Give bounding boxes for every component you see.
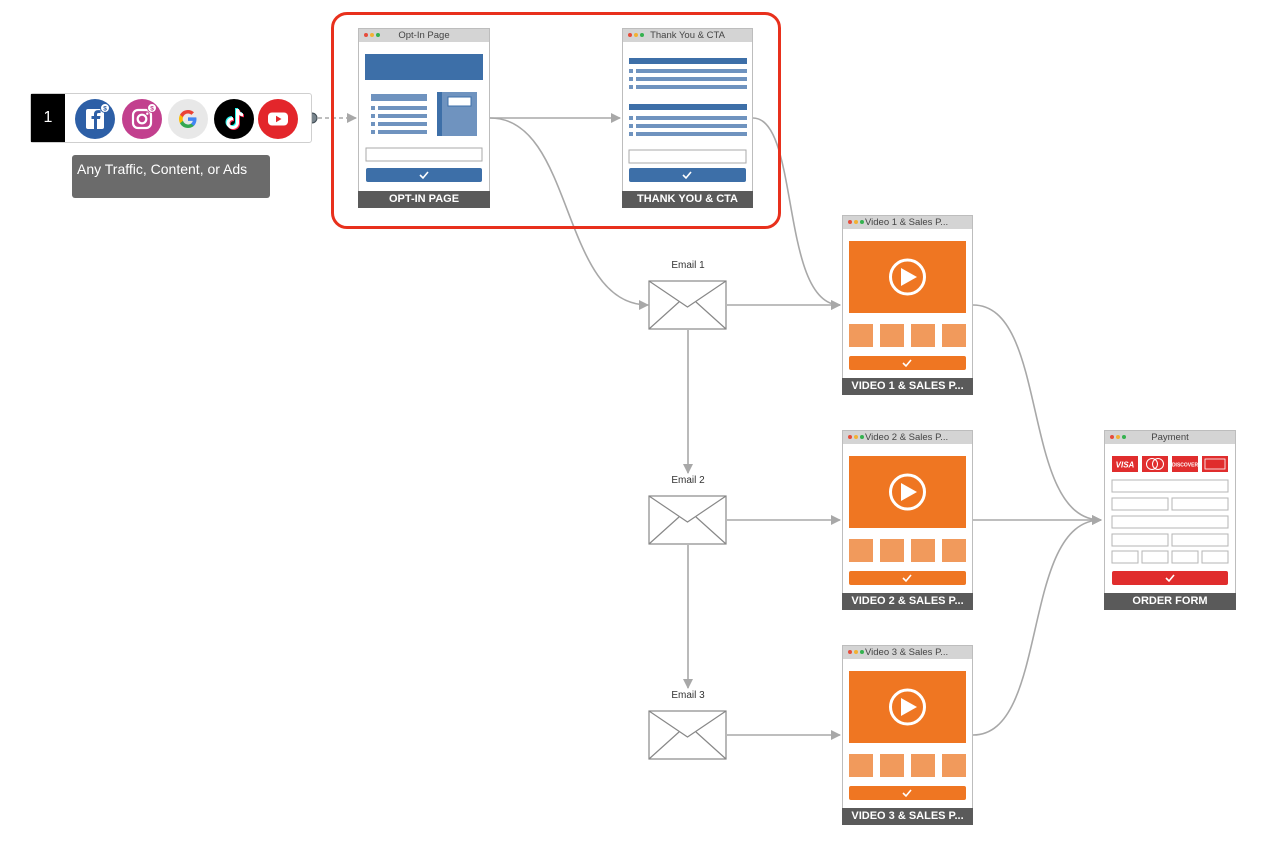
thankyou-title: Thank You & CTA — [650, 30, 725, 41]
email-3-label: Email 3 — [671, 690, 705, 701]
email-2-label: Email 2 — [671, 475, 705, 486]
optin-footer: OPT-IN PAGE — [358, 191, 490, 208]
svg-text:$: $ — [150, 106, 154, 113]
connector-video3-to-payment — [972, 515, 1102, 736]
window-titlebar — [843, 216, 972, 229]
payment-node[interactable]: Payment VISA DISCOVER ORDER FORM — [1104, 430, 1236, 610]
google-icon — [168, 99, 208, 139]
connector-video1-to-payment — [972, 304, 1102, 525]
thankyou-wireframe — [628, 58, 747, 182]
facebook-icon: $ — [75, 99, 115, 139]
window-titlebar — [843, 431, 972, 444]
video-3-footer: VIDEO 3 & SALES P... — [842, 808, 973, 825]
discover-icon — [1172, 456, 1198, 472]
video-2-node[interactable]: Video 2 & Sales P... VIDEO 2 & SALES P..… — [842, 430, 973, 610]
window-titlebar — [359, 29, 489, 42]
payment-footer: ORDER FORM — [1104, 593, 1236, 610]
video-3-node[interactable]: Video 3 & Sales P... VIDEO 3 & SALES P..… — [842, 645, 973, 825]
amex-icon — [1202, 456, 1228, 472]
highlight-frame — [331, 12, 781, 229]
video-1-footer: VIDEO 1 & SALES P... — [842, 378, 973, 395]
svg-text:$: $ — [103, 106, 107, 113]
svg-text:VISA: VISA — [1116, 461, 1135, 470]
thankyou-footer: THANK YOU & CTA — [622, 191, 753, 208]
video-1-title: Video 1 & Sales P... — [865, 217, 949, 228]
step-number-badge: 1 — [31, 94, 65, 142]
instagram-icon: $ — [122, 99, 162, 139]
optin-page-node[interactable]: Opt-In Page OPT-IN PAGE — [358, 28, 490, 208]
video-2-wireframe — [849, 456, 966, 585]
traffic-sources-node[interactable]: 1 $ $ — [30, 93, 312, 143]
window-titlebar — [1105, 431, 1235, 444]
connector-optin-to-email1 — [489, 117, 649, 310]
video-2-title: Video 2 & Sales P... — [865, 432, 949, 443]
video-3-title: Video 3 & Sales P... — [865, 647, 949, 658]
email-2-node[interactable] — [648, 495, 728, 545]
window-titlebar — [843, 646, 972, 659]
video-1-node[interactable]: Video 1 & Sales P... VIDEO 1 & SALES P..… — [842, 215, 973, 395]
optin-title: Opt-In Page — [398, 30, 450, 41]
mastercard-icon — [1142, 456, 1168, 472]
email-1-label: Email 1 — [671, 260, 705, 271]
youtube-icon — [258, 99, 298, 139]
optin-wireframe — [365, 54, 483, 182]
video-1-wireframe — [849, 241, 966, 370]
payment-title: Payment — [1151, 432, 1189, 443]
traffic-note: Any Traffic, Content, or Ads — [72, 155, 270, 198]
email-1-node[interactable] — [648, 280, 728, 330]
svg-text:DISCOVER: DISCOVER — [1172, 463, 1199, 469]
video-3-wireframe — [849, 671, 966, 800]
thankyou-page-node[interactable]: Thank You & CTA THANK YOU & CTA — [622, 28, 753, 208]
video-2-footer: VIDEO 2 & SALES P... — [842, 593, 973, 610]
email-3-node[interactable] — [648, 710, 728, 760]
visa-icon — [1112, 456, 1138, 472]
connector-thankyou-to-video1 — [752, 117, 841, 310]
tiktok-icon — [214, 99, 254, 139]
window-titlebar — [623, 29, 752, 42]
payment-wireframe: VISA DISCOVER — [1111, 456, 1229, 585]
